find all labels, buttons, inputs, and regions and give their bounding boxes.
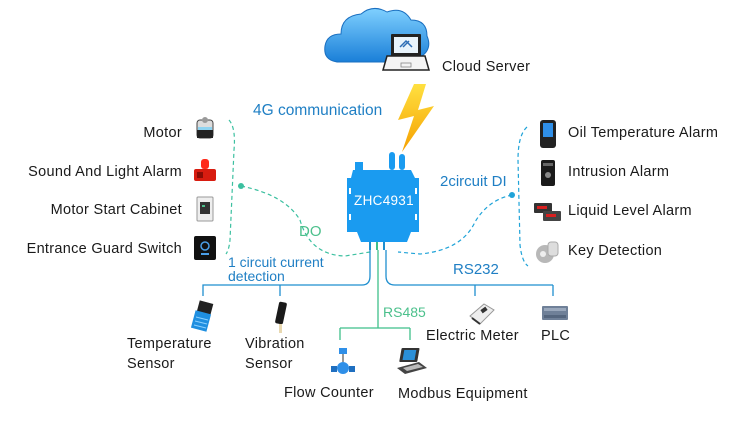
uplink-label: 4G communication bbox=[253, 102, 383, 119]
vibration-sensor-icon bbox=[275, 301, 287, 333]
current-group-label-line2: detection bbox=[228, 268, 285, 284]
current-group-label-line1: 1 circuit current bbox=[228, 254, 324, 270]
rs232-line bbox=[385, 250, 554, 296]
di-item-liquid-label: Liquid Level Alarm bbox=[568, 203, 692, 219]
modbus-equipment-icon bbox=[397, 348, 427, 374]
key-detection-icon bbox=[536, 241, 559, 263]
cloud-server-label: Cloud Server bbox=[442, 59, 531, 75]
rs485-item-modbus-label: Modbus Equipment bbox=[398, 386, 528, 402]
current-item-vib-label-line1: Vibration bbox=[245, 336, 305, 352]
di-item-key-label: Key Detection bbox=[568, 243, 663, 259]
alarm-light-icon bbox=[194, 159, 216, 181]
di-item-intrusion-label: Intrusion Alarm bbox=[568, 164, 670, 180]
rs485-item-flow-label: Flow Counter bbox=[284, 385, 374, 401]
di-item-oil-label: Oil Temperature Alarm bbox=[568, 125, 719, 141]
access-switch-icon bbox=[194, 236, 216, 260]
current-line bbox=[202, 250, 371, 296]
do-link bbox=[240, 185, 371, 257]
rs232-item-plc-label: PLC bbox=[541, 328, 571, 344]
do-item-motor-label: Motor bbox=[143, 125, 182, 141]
cloud-server-node bbox=[323, 4, 433, 82]
rs485-line bbox=[339, 250, 411, 340]
current-item-temp-label-line1: Temperature bbox=[127, 336, 212, 352]
device-label: ZHC4931 bbox=[354, 193, 414, 208]
uplink-node bbox=[396, 82, 436, 154]
oil-temp-alarm-icon bbox=[540, 120, 556, 148]
do-item-switch-label: Entrance Guard Switch bbox=[26, 241, 182, 257]
current-item-vib-label-line2: Sensor bbox=[245, 356, 293, 372]
plc-icon bbox=[542, 306, 568, 320]
intrusion-alarm-icon bbox=[541, 160, 555, 186]
di-link bbox=[397, 194, 513, 255]
motor-icon bbox=[196, 117, 214, 139]
temperature-sensor-icon bbox=[190, 300, 214, 332]
lightning-icon bbox=[398, 84, 434, 152]
rs232-item-meter-label: Electric Meter bbox=[426, 328, 519, 344]
liquid-level-icon bbox=[534, 203, 561, 221]
cabinet-icon bbox=[196, 196, 214, 222]
di-bracket bbox=[517, 126, 529, 267]
rs485-group-label: RS485 bbox=[383, 304, 426, 320]
flow-counter-icon bbox=[331, 348, 355, 374]
cloud-laptop-icon bbox=[324, 8, 430, 71]
device-icon bbox=[347, 152, 419, 250]
rs232-group-label: RS232 bbox=[453, 261, 499, 278]
do-bracket bbox=[225, 119, 236, 255]
do-group-label: DO bbox=[299, 223, 322, 240]
do-item-cabinet-label: Motor Start Cabinet bbox=[50, 202, 182, 218]
current-item-temp-label-line2: Sensor bbox=[127, 356, 175, 372]
do-item-alarm-label: Sound And Light Alarm bbox=[28, 164, 182, 180]
di-group-label: 2circuit DI bbox=[440, 173, 507, 190]
electric-meter-icon bbox=[469, 303, 495, 325]
device-node: ZHC4931 bbox=[343, 152, 425, 250]
